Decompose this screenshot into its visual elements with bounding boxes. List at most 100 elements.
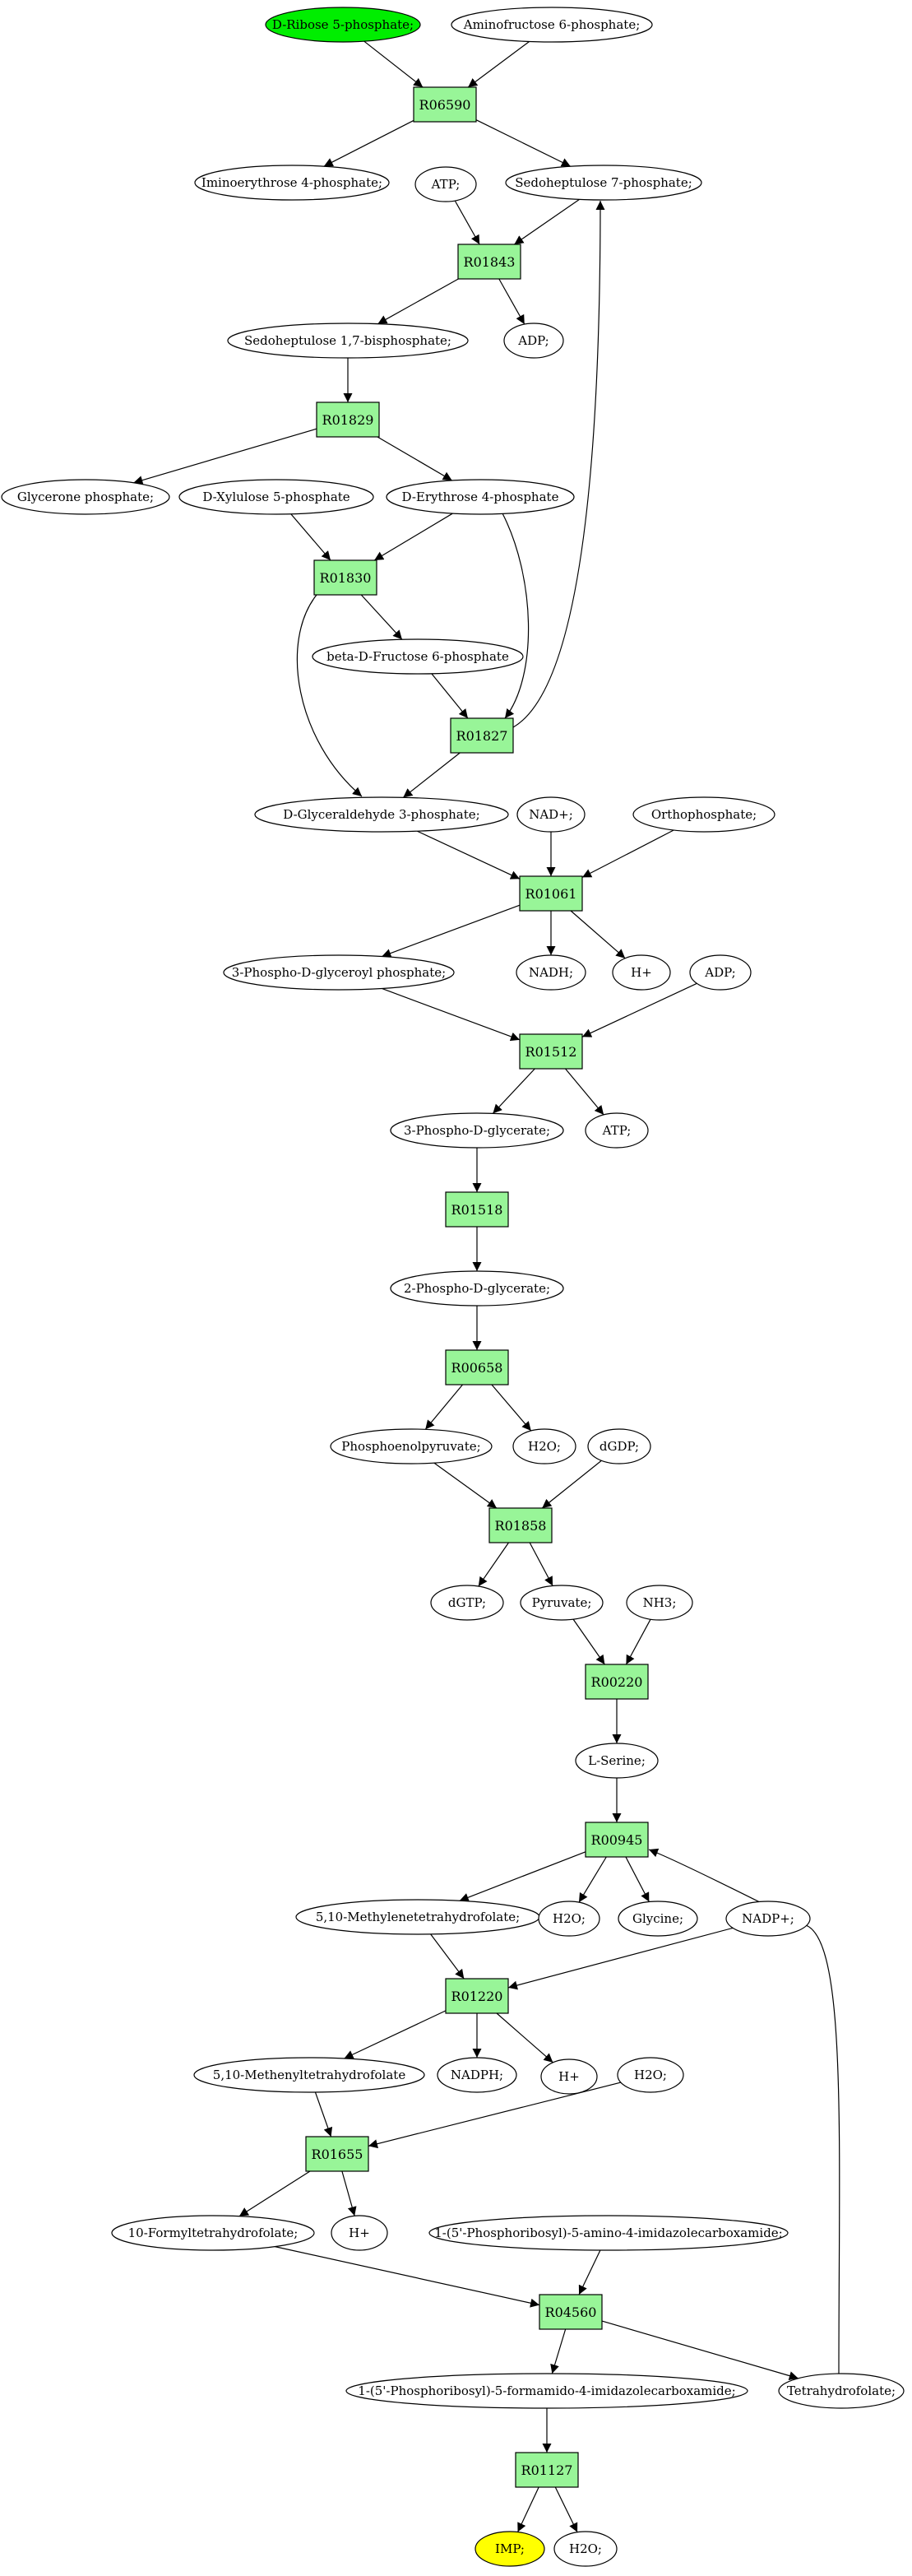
reaction-R01220[interactable]: R01220 (445, 1978, 509, 2014)
reaction-R01127[interactable]: R01127 (515, 2452, 579, 2488)
compound-xylulose5p[interactable]: D-Xylulose 5-phosphate (178, 479, 374, 515)
compound-shape (193, 2057, 425, 2093)
compound-label: beta-D-Fructose 6-phosphate (326, 649, 509, 664)
edge-R01061-to-pg13 (382, 904, 521, 958)
compound-nad[interactable]: NAD+; (516, 796, 586, 833)
compound-g3p[interactable]: D-Glyceraldehyde 3-phosphate; (254, 796, 509, 833)
compound-shape (390, 1112, 564, 1149)
edge-atp_a-to-R01843 (454, 200, 480, 245)
compound-label: Phosphoenolpyruvate; (341, 1439, 480, 1454)
compound-shape (475, 2531, 545, 2567)
compound-label: 2-Phospho-D-glycerate; (404, 1281, 550, 1296)
reaction-R01061[interactable]: R01061 (519, 875, 583, 912)
compound-shape (512, 1428, 576, 1464)
reaction-R00220[interactable]: R00220 (585, 1664, 649, 1700)
compound-atp-b[interactable]: ATP; (585, 1112, 649, 1149)
reaction-R01512[interactable]: R01512 (519, 1033, 583, 1070)
compound-ribose5p[interactable]: D-Ribose 5-phosphate; (265, 7, 421, 43)
edge-aicar-to-R04560 (578, 2249, 601, 2295)
compound-label: 5,10-Methylenetetrahydrofolate; (316, 1910, 520, 1924)
compound-glycerone-p[interactable]: Glycerone phosphate; (1, 479, 170, 515)
compound-imp[interactable]: IMP; (475, 2531, 545, 2567)
compound-shape (227, 323, 469, 359)
compound-pep[interactable]: Phosphoenolpyruvate; (330, 1428, 493, 1464)
edge-pep-to-R01858 (433, 1462, 498, 1509)
compound-label: NADH; (529, 965, 573, 980)
compound-h2o-a[interactable]: H2O; (512, 1428, 576, 1464)
compound-label: dGTP; (448, 1595, 486, 1610)
compound-shape (626, 1585, 693, 1621)
edge-methylene_thf-to-R01220 (430, 1933, 465, 1980)
edge-xylulose5p-to-R01830 (290, 513, 331, 561)
compound-orthophosphate[interactable]: Orthophosphate; (632, 796, 775, 833)
compound-sedoheptulose7p[interactable]: Sedoheptulose 7-phosphate; (505, 165, 702, 201)
edge-pg13-to-R01512 (382, 987, 521, 1042)
reaction-box (539, 2294, 603, 2330)
compound-label: 10-Formyltetrahydrofolate; (128, 2226, 299, 2240)
reaction-label: R01220 (451, 1989, 503, 2004)
reaction-R01827[interactable]: R01827 (450, 717, 514, 754)
compound-adp-a[interactable]: ADP; (503, 323, 564, 359)
edge-sedoheptulose7p-to-R01843 (514, 198, 580, 245)
compound-methenyl-thf[interactable]: 5,10-Methenyltetrahydrofolate (193, 2057, 425, 2093)
reaction-R01518[interactable]: R01518 (445, 1191, 509, 1228)
compound-formyl-thf[interactable]: 10-Formyltetrahydrofolate; (111, 2215, 315, 2251)
reaction-R01830[interactable]: R01830 (313, 559, 377, 596)
compound-shape (312, 638, 524, 675)
compound-h2o-b[interactable]: H2O; (538, 1901, 600, 1937)
compound-h2o-d[interactable]: H2O; (553, 2531, 618, 2567)
reaction-R00658[interactable]: R00658 (445, 1349, 509, 1385)
compound-pyruvate[interactable]: Pyruvate; (520, 1585, 604, 1621)
reaction-label: R01061 (525, 886, 577, 902)
compound-shape (617, 2057, 684, 2093)
compound-sedoheptulose17bp[interactable]: Sedoheptulose 1,7-bisphosphate; (227, 323, 469, 359)
compound-h-b[interactable]: H+ (540, 2058, 598, 2095)
compound-erythrose4p[interactable]: D-Erythrose 4-phosphate (386, 479, 575, 515)
reaction-R04560[interactable]: R04560 (539, 2294, 603, 2330)
compound-adp-b[interactable]: ADP; (689, 954, 752, 991)
compound-fructose6p[interactable]: beta-D-Fructose 6-phosphate (312, 638, 524, 675)
compound-label: Tetrahydrofolate; (787, 2383, 896, 2398)
compound-methylene-thf[interactable]: 5,10-Methylenetetrahydrofolate; (295, 1899, 540, 1935)
reaction-box (457, 244, 521, 280)
compound-shape (330, 1428, 493, 1464)
edge-R01858-to-pyruvate (529, 1542, 553, 1586)
reaction-R00945[interactable]: R00945 (585, 1822, 649, 1858)
compound-pg13[interactable]: 3-Phospho-D-glyceroyl phosphate; (223, 954, 455, 991)
compound-faicar[interactable]: 1-(5'-Phosphoribosyl)-5-formamido-4-imid… (345, 2373, 748, 2409)
compound-aminofructose6p[interactable]: Aminofructose 6-phosphate; (451, 7, 653, 43)
compound-label: H+ (558, 2069, 580, 2084)
compound-shape (585, 1112, 649, 1149)
compound-shape (437, 2057, 517, 2093)
compound-iminoerythrose4p[interactable]: Iminoerythrose 4-phosphate; (194, 165, 390, 201)
compound-h-c[interactable]: H+ (331, 2215, 388, 2251)
compound-thf[interactable]: Tetrahydrofolate; (778, 2373, 905, 2409)
compound-nadh[interactable]: NADH; (516, 954, 586, 991)
compound-nadp[interactable]: NADP+; (725, 1901, 811, 1937)
reaction-R01829[interactable]: R01829 (316, 401, 380, 438)
compound-atp-a[interactable]: ATP; (414, 166, 477, 202)
compound-dgdp[interactable]: dGDP; (587, 1428, 651, 1464)
compound-label: Glycine; (632, 1911, 683, 1926)
compound-shape (345, 2373, 748, 2409)
compound-serine[interactable]: L-Serine; (575, 1743, 659, 1779)
reaction-R06590[interactable]: R06590 (413, 86, 477, 123)
compound-aicar[interactable]: 1-(5'-Phosphoribosyl)-5-amino-4-imidazol… (428, 2215, 789, 2251)
reaction-R01843[interactable]: R01843 (457, 244, 521, 280)
compound-h-a[interactable]: H+ (612, 954, 671, 991)
compound-label: dGDP; (600, 1439, 639, 1454)
compound-pg2[interactable]: 2-Phospho-D-glycerate; (390, 1270, 564, 1307)
compound-label: D-Xylulose 5-phosphate (202, 490, 350, 504)
reaction-R01655[interactable]: R01655 (305, 2136, 369, 2172)
compound-glycine[interactable]: Glycine; (618, 1901, 698, 1937)
edge-R01829-to-glycerone_p (133, 428, 317, 485)
reaction-box (305, 2136, 369, 2172)
compound-pg3[interactable]: 3-Phospho-D-glycerate; (390, 1112, 564, 1149)
compound-nh3[interactable]: NH3; (626, 1585, 693, 1621)
compound-nadph[interactable]: NADPH; (437, 2057, 517, 2093)
compound-dgtp[interactable]: dGTP; (430, 1585, 504, 1621)
compound-label: 1-(5'-Phosphoribosyl)-5-amino-4-imidazol… (434, 2226, 783, 2240)
compound-label: 3-Phospho-D-glyceroyl phosphate; (232, 965, 446, 980)
reaction-R01858[interactable]: R01858 (488, 1507, 553, 1543)
compound-h2o-c[interactable]: H2O; (617, 2057, 684, 2093)
